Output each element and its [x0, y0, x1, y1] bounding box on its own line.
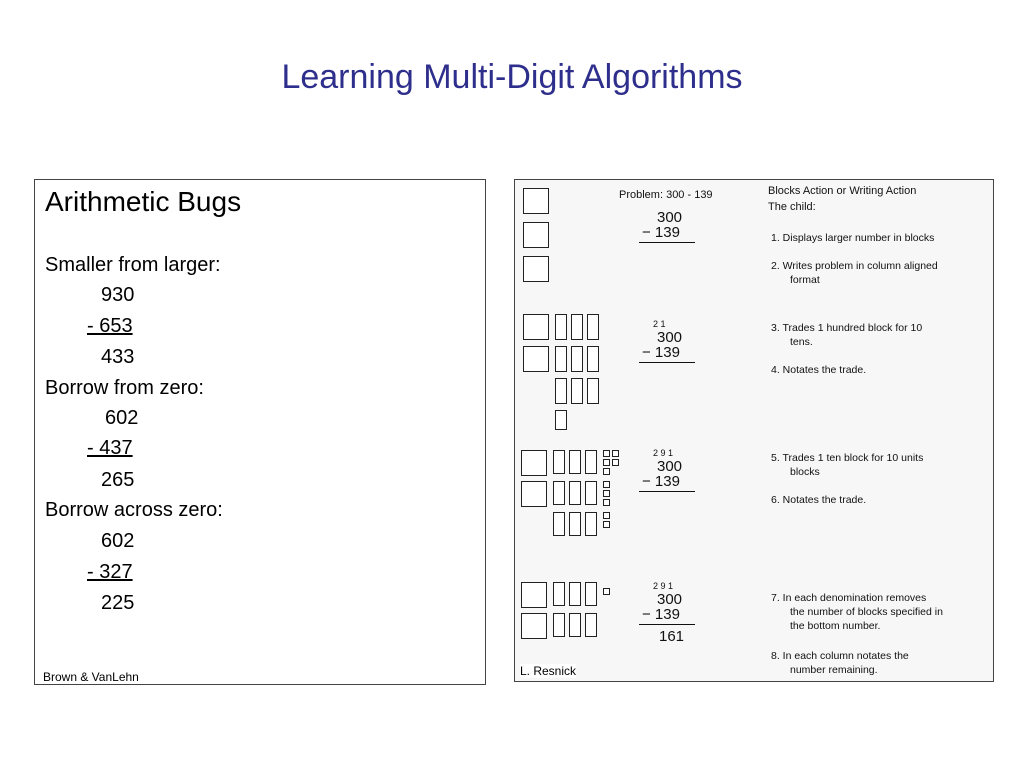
ten-block: [555, 410, 567, 430]
hundred-block: [521, 613, 547, 639]
ten-block: [571, 346, 583, 372]
subtrahend: - 653: [87, 315, 133, 337]
work-minuend: 300: [657, 591, 683, 608]
ten-block: [569, 613, 581, 637]
ten-block: [553, 512, 565, 536]
step-text: 2. Writes problem in column aligned: [771, 260, 938, 272]
hundred-block: [521, 481, 547, 507]
step-text: 6. Notates the trade.: [771, 494, 867, 506]
resnick-figure-panel: Problem: 300 - 139 Blocks Action or Writ…: [514, 179, 994, 682]
ten-block: [585, 450, 597, 474]
ten-block: [555, 314, 567, 340]
ten-block: [587, 314, 599, 340]
source-credit: Brown & VanLehn: [43, 670, 139, 684]
section-label: Borrow across zero:: [45, 499, 223, 521]
column-subheader: The child:: [768, 201, 816, 213]
ten-block: [587, 346, 599, 372]
work-rule: [639, 624, 695, 625]
unit-block: [603, 468, 610, 475]
trade-marks: 2 9 1: [653, 581, 674, 591]
ten-block: [553, 582, 565, 606]
work-subtrahend: − 139: [642, 344, 680, 361]
ten-block: [569, 450, 581, 474]
ten-block: [585, 582, 597, 606]
unit-block: [603, 512, 610, 519]
ten-block: [569, 582, 581, 606]
ten-block: [571, 378, 583, 404]
work-subtrahend: − 139: [642, 224, 680, 241]
work-rule: [639, 362, 695, 363]
step-text: the number of blocks specified in: [790, 606, 943, 618]
subtrahend: - 327: [87, 561, 133, 583]
subtrahend: - 437: [87, 437, 133, 459]
step-text: 3. Trades 1 hundred block for 10: [771, 322, 923, 334]
step-text: 7. In each denomination removes: [771, 592, 927, 604]
work-rule: [639, 491, 695, 492]
section-label: Borrow from zero:: [45, 377, 204, 399]
unit-block: [603, 521, 610, 528]
arithmetic-bugs-panel: Arithmetic Bugs Smaller from larger: 930…: [34, 179, 486, 685]
step-text: 4. Notates the trade.: [771, 364, 867, 376]
work-minuend: 300: [657, 209, 683, 226]
hundred-block: [521, 450, 547, 476]
ten-block: [553, 481, 565, 505]
difference: 225: [101, 592, 135, 614]
problem-label: Problem: 300 - 139: [619, 189, 713, 201]
unit-block: [612, 450, 619, 457]
column-header: Blocks Action or Writing Action: [768, 185, 917, 197]
work-difference: 161: [659, 628, 685, 645]
hundred-block: [523, 314, 549, 340]
ten-block: [587, 378, 599, 404]
ten-block: [555, 378, 567, 404]
hundred-block: [521, 582, 547, 608]
unit-block: [603, 499, 610, 506]
step-text: 1. Displays larger number in blocks: [771, 232, 935, 244]
step-text: tens.: [790, 336, 813, 348]
ten-block: [569, 481, 581, 505]
step-text: format: [790, 274, 820, 286]
hundred-block: [523, 222, 549, 248]
ten-block: [571, 314, 583, 340]
difference: 433: [101, 346, 135, 368]
ten-block: [585, 481, 597, 505]
ten-block: [585, 512, 597, 536]
minuend: 930: [101, 284, 135, 306]
work-rule: [639, 242, 695, 243]
trade-marks: 2 9 1: [653, 448, 674, 458]
ten-block: [553, 450, 565, 474]
unit-block: [603, 490, 610, 497]
section-label: Smaller from larger:: [45, 254, 221, 276]
work-minuend: 300: [657, 329, 683, 346]
difference: 265: [101, 469, 135, 491]
trade-marks: 2 1: [653, 319, 666, 329]
minuend: 602: [101, 530, 135, 552]
panel-heading: Arithmetic Bugs: [45, 186, 242, 217]
slide-title: Learning Multi-Digit Algorithms: [281, 58, 743, 96]
hundred-block: [523, 346, 549, 372]
minuend: 602: [105, 407, 139, 429]
ten-block: [569, 512, 581, 536]
hundred-block: [523, 188, 549, 214]
unit-block: [603, 459, 610, 466]
work-subtrahend: − 139: [642, 473, 680, 490]
ten-block: [553, 613, 565, 637]
hundred-block: [523, 256, 549, 282]
unit-block: [612, 459, 619, 466]
step-text: the bottom number.: [790, 620, 881, 632]
source-credit: L. Resnick: [520, 664, 577, 678]
step-text: 8. In each column notates the: [771, 650, 909, 662]
ten-block: [585, 613, 597, 637]
unit-block: [603, 481, 610, 488]
step-text: number remaining.: [790, 664, 878, 676]
ten-block: [555, 346, 567, 372]
step-text: blocks: [790, 466, 820, 478]
step-text: 5. Trades 1 ten block for 10 units: [771, 452, 924, 464]
work-minuend: 300: [657, 458, 683, 475]
unit-block: [603, 588, 610, 595]
unit-block: [603, 450, 610, 457]
work-subtrahend: − 139: [642, 606, 680, 623]
